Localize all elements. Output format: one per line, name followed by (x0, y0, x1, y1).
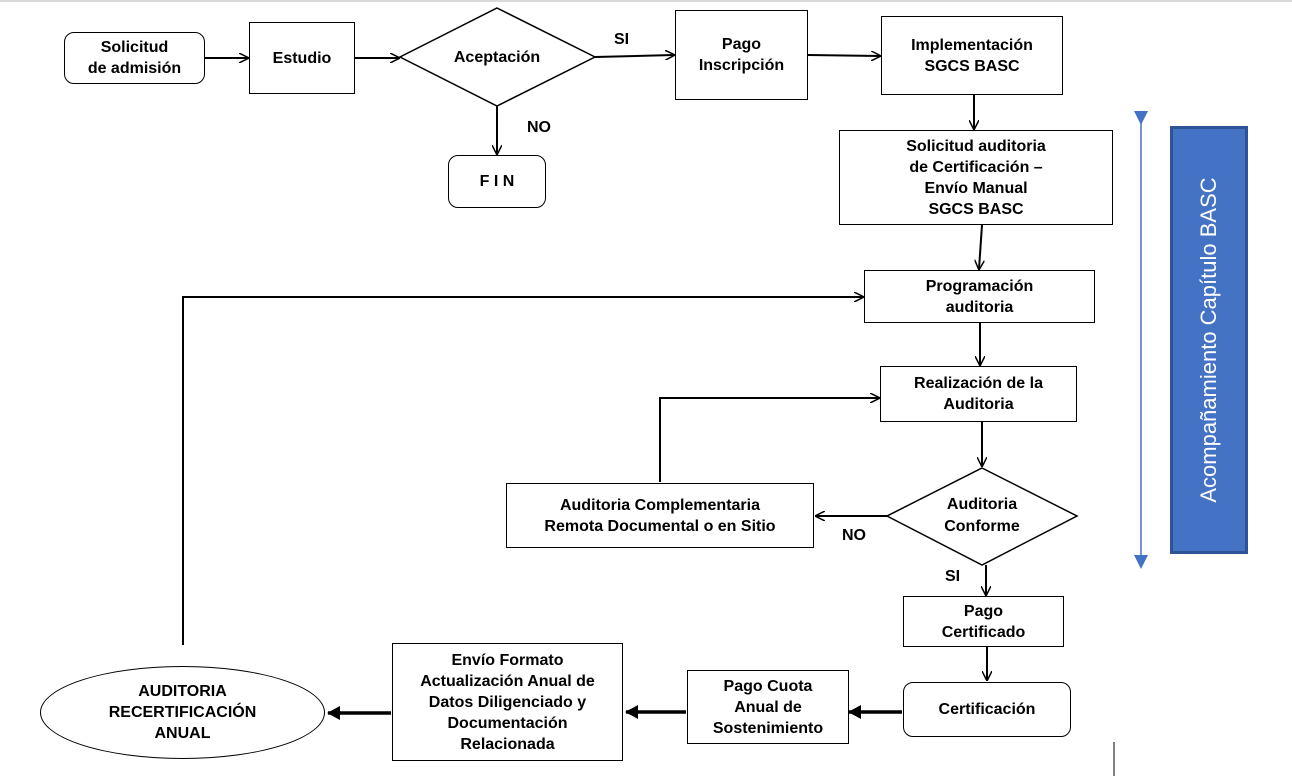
node-pago-inscripcion-text: Pago Inscripción (698, 36, 785, 74)
node-pago-cuota-text: Pago Cuota Anual de Sostenimiento (712, 677, 824, 737)
node-solicitud-auditoria: Solicitud auditoria de Certificación – E… (839, 130, 1113, 225)
top-border (0, 0, 1292, 2)
node-pago-certificado-text: Pago Certificado (941, 602, 1026, 641)
edge-solicitud-programacion (979, 224, 982, 269)
edge-label-no-right: NO (842, 527, 866, 544)
node-programacion: Programación auditoria (864, 270, 1095, 323)
node-fin-text: F I N (479, 173, 515, 190)
node-pago-cuota: Pago Cuota Anual de Sostenimiento (687, 670, 849, 744)
node-auditoria-complementaria: Auditoria Complementaria Remota Document… (506, 483, 814, 548)
node-pago-inscripcion: Pago Inscripción (675, 10, 808, 100)
auditoria-conforme-diamond (885, 467, 1079, 566)
edge-label-si-top: SI (614, 31, 630, 48)
accompaniment-banner-text: Acompañamiento Capítulo BASC (1196, 177, 1221, 503)
edge-aceptacion-pago (594, 55, 674, 57)
node-implementacion-text: Implementación SGCS BASC (911, 36, 1033, 75)
node-aceptacion-text: Aceptación (453, 49, 541, 66)
edge-pago-implementacion (807, 55, 880, 56)
node-implementacion: Implementación SGCS BASC (881, 16, 1063, 95)
node-envio-formato: Envío Formato Actualización Anual de Dat… (392, 643, 623, 761)
edge-complementaria-realizacion (659, 398, 879, 482)
node-realizacion-text: Realización de la Auditoria (914, 375, 1043, 413)
accompaniment-banner: Acompañamiento Capítulo BASC (1170, 126, 1248, 554)
edge-recertificacion-programacion (182, 297, 863, 645)
edge-label-no-top: NO (527, 119, 551, 136)
node-estudio: Estudio (249, 22, 355, 94)
node-certificacion-text: Certificación (938, 701, 1036, 718)
node-auditoria-conforme-text: Auditoria Conforme (944, 496, 1020, 535)
node-programacion-text: Programación auditoria (925, 277, 1034, 316)
node-solicitud-auditoria-text: Solicitud auditoria de Certificación – E… (906, 137, 1046, 218)
node-solicitud-admision: Solicitud de admisión (64, 32, 205, 84)
node-recertificacion-text: AUDITORIA RECERTIFICACIÓN ANUAL (108, 683, 257, 742)
edge-label-si-bottom: SI (945, 568, 961, 585)
node-certificacion: Certificación (903, 682, 1071, 737)
node-realizacion: Realización de la Auditoria (880, 366, 1077, 422)
node-pago-certificado: Pago Certificado (903, 596, 1064, 647)
node-solicitud-admision-text: Solicitud de admisión (87, 39, 182, 77)
node-auditoria-complementaria-text: Auditoria Complementaria Remota Document… (544, 496, 776, 535)
node-recertificacion: AUDITORIA RECERTIFICACIÓN ANUAL (40, 666, 325, 759)
node-estudio-text: Estudio (272, 49, 332, 67)
node-envio-formato-text: Envío Formato Actualización Anual de Dat… (420, 651, 595, 753)
node-fin: F I N (448, 155, 546, 208)
